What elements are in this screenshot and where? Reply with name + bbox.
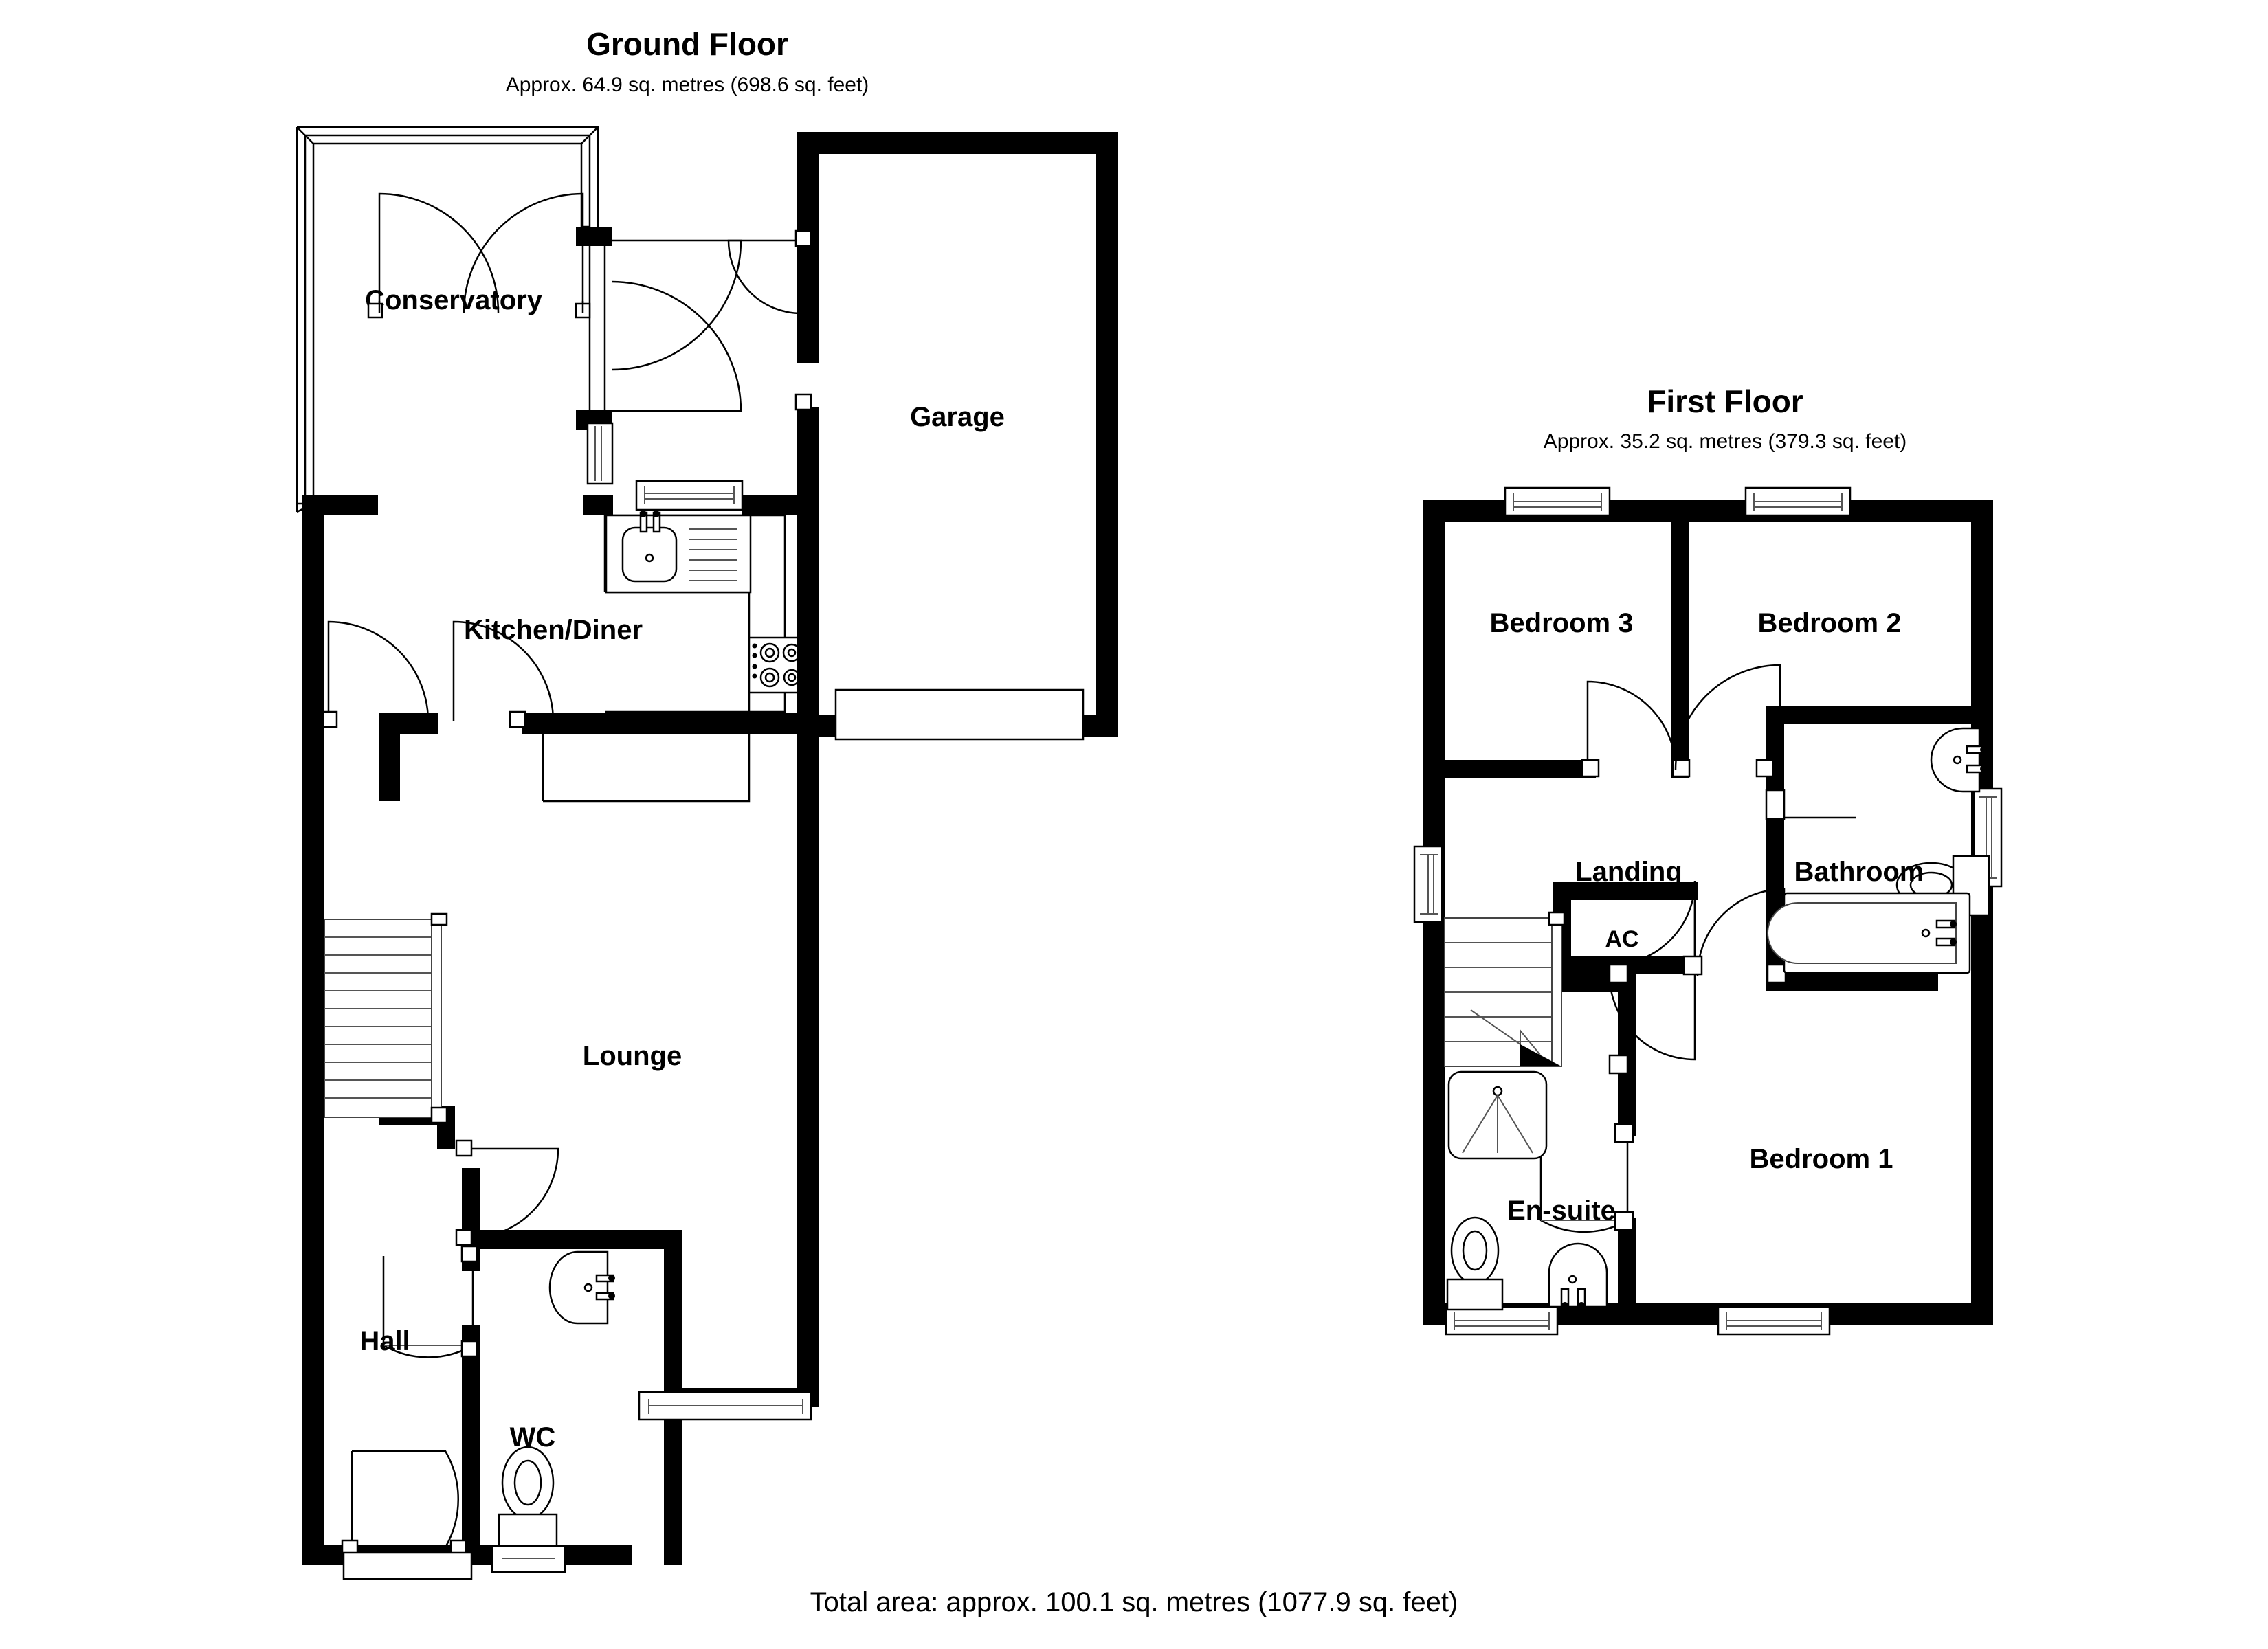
ff-window-ensuite [1445,1305,1559,1336]
ff-window-bed1 [1717,1305,1831,1336]
stair-shade [1520,1044,1561,1066]
room-label-bedroom2: Bedroom 2 [1758,608,1902,638]
garage-side-door [727,239,802,315]
door-jamb-b2b [1765,789,1786,820]
room-label-landing: Landing [1575,857,1682,887]
kitchen-window [635,480,744,511]
ff-window-bed2 [1744,486,1852,517]
door-jamb-bed1a [1608,963,1629,984]
door-bedroom2 [1674,664,1781,770]
room-label-kitchen-diner: Kitchen/Diner [464,615,643,645]
bathroom-basin [1930,727,1987,793]
hall-wc-wall-v [462,1168,480,1234]
door-jamb-hw [460,1245,478,1263]
room-label-bedroom3: Bedroom 3 [1490,608,1634,638]
room-label-bathroom: Bathroom [1794,857,1924,887]
door-jamb-ac [1682,955,1703,976]
staircase-first [1444,911,1566,1067]
staircase-ground [324,912,448,1124]
wc-wall-right [664,1230,682,1388]
door-jamb-bath [1766,963,1787,984]
door-jamb-hl2 [455,1229,473,1246]
kitchen-hall-door [327,620,430,722]
conservatory-glazing [296,126,599,513]
total-area-label: Total area: approx. 100.1 sq. metres (10… [810,1587,1458,1617]
door-jamb-bed1b [1608,1054,1629,1075]
room-label-wc: WC [510,1422,556,1452]
ff-wall-bath-left [1766,706,1784,798]
room-label-ac: AC [1605,926,1638,952]
door-bedroom1 [1608,974,1696,1061]
room-label-hall: Hall [359,1326,410,1356]
kitchen-lounge-partition-h1 [379,713,438,734]
conservatory-wall-stub-top [576,227,612,246]
ff-wall-ac-top [1553,882,1698,900]
ground-floor-title: Ground Floor [586,26,788,62]
ff-window-bed3 [1504,486,1611,517]
door-jamb-es2 [1614,1211,1634,1231]
door-jamb-kh [322,710,338,728]
door-jamb-es1 [1614,1123,1634,1143]
door-bedroom3 [1586,680,1677,770]
garage-structure [797,132,1118,737]
first-floor-plan: Bedroom 3 Bedroom 2 Landing Bathroom AC … [1413,486,2003,1336]
garage-door [834,688,1085,741]
ff-wall-bed3-bottom [1445,760,1596,778]
ff-wall-bath-left-lower [1766,818,1784,991]
bathroom-bath [1767,892,1971,974]
first-floor-title: First Floor [1647,383,1803,419]
ff-wall-bath-bottom [1766,973,1938,991]
ff-wall-ensuite-right3 [1618,1218,1636,1325]
kitchen-lounge-door [452,620,555,722]
door-jamb-g1 [794,229,812,247]
kitchen-sink [605,511,752,594]
kitchen-lounge-partition-h2 [522,713,818,734]
room-label-bedroom1: Bedroom 1 [1750,1144,1893,1174]
room-label-ensuite: En-suite [1507,1196,1616,1226]
room-label-garage: Garage [910,402,1005,432]
ff-wall-ensuite-right [1618,974,1636,1132]
door-ac-cupboard [1610,880,1696,966]
ensuite-shower [1447,1070,1548,1160]
door-jamb-kl [509,710,526,728]
kitchen-conservatory-doors [378,192,584,313]
front-door [351,1450,459,1548]
hall-lounge-door [468,1147,559,1239]
conservatory-side-window [586,422,614,485]
front-door-threshold [342,1551,473,1580]
ground-floor-plan: Conservatory [296,126,1118,1580]
ensuite-toilet [1446,1216,1504,1311]
door-jamb-hw2 [460,1340,478,1358]
ground-floor-area: Approx. 64.9 sq. metres (698.6 sq. feet) [506,74,869,96]
room-label-lounge: Lounge [583,1041,682,1071]
ff-window-landing [1413,845,1443,923]
door-jamb-b2 [1755,759,1775,778]
wc-basin [548,1250,615,1325]
conservatory-door-right [611,239,742,412]
room-label-conservatory: Conservatory [365,285,543,315]
ff-wall-bed3-bed2 [1671,522,1689,778]
door-jamb-b3 [1581,759,1600,778]
door-jamb-g2 [794,393,812,411]
wc-toilet [491,1446,566,1573]
first-floor-area: Approx. 35.2 sq. metres (379.3 sq. feet) [1544,430,1907,453]
door-jamb-hl1 [455,1139,473,1157]
wc-wall-top [462,1230,682,1249]
ensuite-basin [1548,1242,1608,1309]
ff-wall-bath-top [1766,706,1972,724]
lounge-window [638,1391,812,1421]
